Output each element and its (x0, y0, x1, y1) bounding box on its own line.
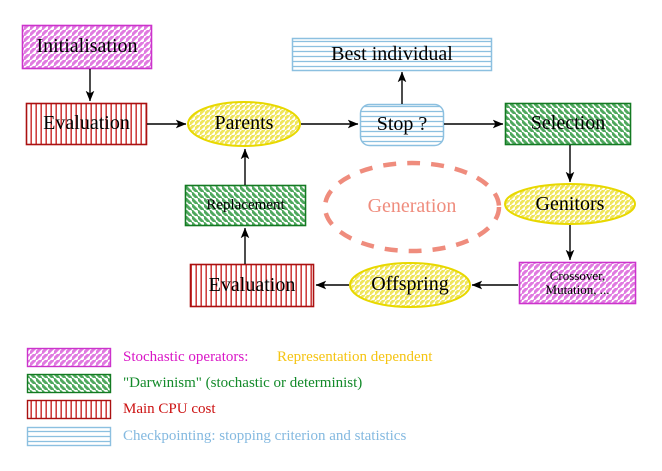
legend-label-checkpointing: Checkpointing: stopping criterion and st… (123, 428, 407, 444)
legend-swatch-cpu (26, 399, 112, 420)
node-stop (359, 103, 445, 147)
node-parents (187, 101, 301, 147)
legend-label-stochastic: Stochastic operators: (123, 349, 249, 365)
legend-swatch-stochastic (26, 347, 112, 368)
node-crossover-mutation (518, 261, 637, 305)
node-genitors (504, 183, 636, 225)
legend-swatch-checkpointing (26, 426, 112, 447)
node-selection (504, 102, 632, 146)
node-offspring (349, 262, 471, 308)
node-evaluation-top (25, 102, 148, 146)
node-replacement (184, 184, 307, 227)
legend-swatch-darwinism (26, 373, 112, 394)
legend-label-darwinism: "Darwinism" (stochastic or determinist) (123, 375, 363, 391)
legend-label-cpu: Main CPU cost (123, 401, 216, 417)
legend-label-representation: Representation dependent (277, 349, 433, 365)
node-evaluation-bottom (189, 263, 315, 308)
node-generation-annotation (322, 160, 502, 254)
node-initialisation (21, 24, 153, 70)
node-best-individual (291, 37, 493, 72)
